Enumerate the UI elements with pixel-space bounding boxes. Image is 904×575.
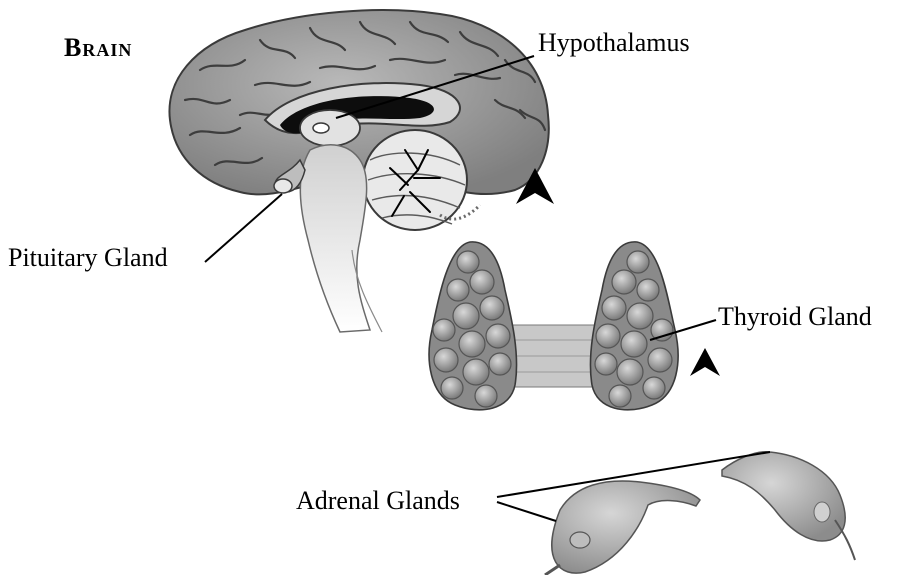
hypothalamus-label: Hypothalamus — [538, 28, 690, 58]
adrenal-leader-left — [497, 502, 556, 521]
thyroid-illustration — [429, 242, 678, 410]
pituitary-leader — [205, 194, 282, 262]
thyroid-gland-label: Thyroid Gland — [718, 302, 872, 332]
adrenal-illustration — [545, 452, 855, 575]
brainstem — [300, 145, 370, 332]
arrowhead-up-icon — [690, 348, 720, 376]
adrenal-glands-label: Adrenal Glands — [296, 486, 460, 516]
adrenal-right — [722, 452, 855, 560]
thalamus — [300, 110, 360, 146]
hypothalamus-mark — [313, 123, 329, 133]
pituitary-gland-label: Pituitary Gland — [8, 243, 168, 273]
adrenal-left — [545, 481, 700, 575]
brain-title: Brain — [64, 33, 132, 63]
